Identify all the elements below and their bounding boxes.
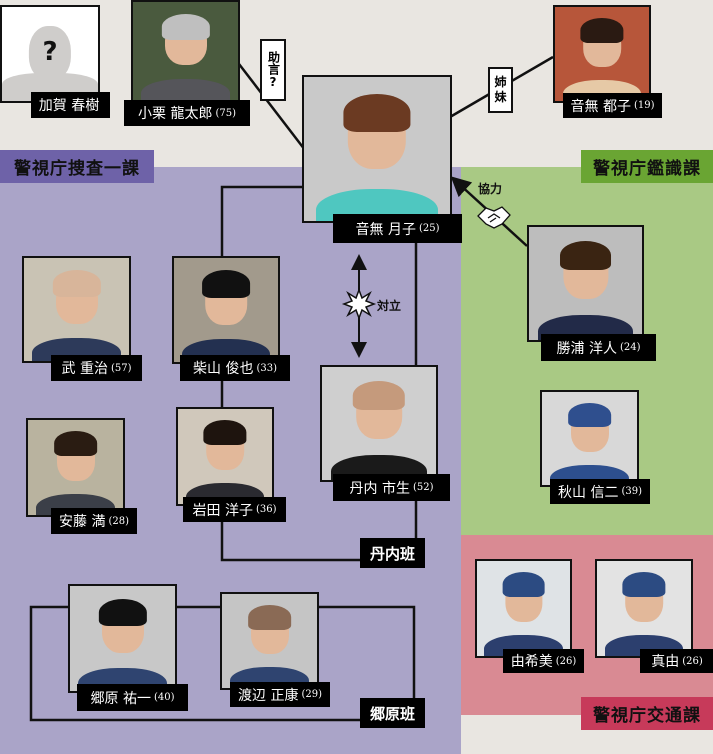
person-name: 由希美	[510, 654, 553, 670]
person-photo	[553, 5, 651, 103]
person-age: (29)	[301, 689, 322, 700]
person-age: (39)	[621, 486, 642, 497]
person-age: (57)	[110, 362, 132, 374]
advice-label: 助言 ?	[260, 39, 286, 101]
name-tag: 真由(26)	[640, 649, 713, 673]
handshake-icon	[477, 206, 511, 229]
person-age: (26)	[682, 655, 703, 667]
person-name: 柴山 俊也	[193, 361, 254, 377]
person-name: 秋山 信二	[558, 484, 619, 501]
name-tag: 音無 都子(19)	[563, 93, 662, 118]
name-tag: 音無 月子(25)	[333, 214, 462, 243]
name-tag: 小栗 龍太郎(75)	[124, 100, 250, 126]
name-tag: 渡辺 正康(29)	[230, 682, 330, 707]
person-photo	[527, 225, 644, 342]
name-tag: 柴山 俊也(33)	[180, 355, 290, 381]
person-name: 丹内 市生	[349, 480, 410, 497]
person-age: (33)	[256, 362, 277, 374]
person-photo	[595, 559, 693, 658]
tsukiko-shibayama-line	[220, 185, 302, 258]
person-age: (25)	[418, 223, 440, 234]
person-age: (26)	[555, 655, 577, 667]
person-name: 加賀 春樹	[38, 98, 100, 114]
forensics-dept-label: 警視庁鑑識課	[581, 150, 713, 183]
person-photo	[320, 365, 438, 482]
person-photo	[131, 0, 240, 103]
name-tag: 勝浦 洋人(24)	[541, 334, 656, 361]
person-photo	[172, 256, 280, 364]
gohara-team-bracket	[29, 605, 360, 722]
sisters-label: 姉 妹	[488, 67, 513, 113]
person-photo	[26, 418, 125, 517]
person-name: 郷原 祐一	[90, 690, 151, 707]
person-name: 武 重治	[61, 361, 108, 377]
person-name: 勝浦 洋人	[556, 340, 617, 357]
person-name: 小栗 龍太郎	[138, 106, 213, 122]
gohara-team-label: 郷原班	[360, 698, 425, 728]
name-tag: 武 重治(57)	[51, 355, 142, 381]
person-photo	[302, 75, 452, 223]
name-tag: 岩田 洋子(36)	[183, 497, 286, 522]
investigation-dept-label: 警視庁捜査一課	[0, 150, 154, 183]
person-age: (24)	[619, 342, 641, 353]
person-name: 岩田 洋子	[192, 502, 253, 519]
name-tag: 秋山 信二(39)	[550, 479, 650, 504]
person-name: 音無 月子	[355, 221, 416, 238]
person-name: 真由	[651, 654, 680, 670]
person-name: 渡辺 正康	[238, 687, 299, 704]
person-age: (52)	[412, 482, 434, 493]
name-tag: 郷原 祐一(40)	[77, 684, 188, 711]
person-photo	[22, 256, 131, 363]
person-age: (36)	[255, 504, 277, 515]
name-tag: 由希美(26)	[503, 649, 584, 673]
person-age: (40)	[153, 692, 175, 703]
conflict-burst-icon	[341, 287, 377, 321]
question-mark: ?	[42, 37, 58, 68]
person-age: (19)	[633, 100, 655, 111]
person-photo	[176, 407, 274, 506]
conflict-label: 対立	[377, 299, 402, 313]
tannai-team-label: 丹内班	[360, 538, 425, 568]
name-tag: 加賀 春樹	[31, 92, 110, 118]
person-age: (28)	[108, 515, 129, 527]
traffic-dept-label: 警視庁交通課	[581, 697, 713, 730]
cooperation-label: 協力	[478, 182, 503, 196]
person-age: (75)	[215, 107, 236, 119]
name-tag: 安藤 満(28)	[51, 508, 137, 534]
person-name: 安藤 満	[59, 514, 106, 530]
person-name: 音無 都子	[570, 98, 631, 115]
name-tag: 丹内 市生(52)	[333, 474, 450, 501]
person-photo	[220, 592, 319, 690]
unknown-person-silhouette: ?	[0, 5, 100, 103]
tannai-team-bracket	[220, 506, 362, 562]
advice-line	[238, 63, 306, 151]
person-photo	[68, 584, 177, 693]
person-photo	[475, 559, 572, 658]
person-photo	[540, 390, 639, 487]
